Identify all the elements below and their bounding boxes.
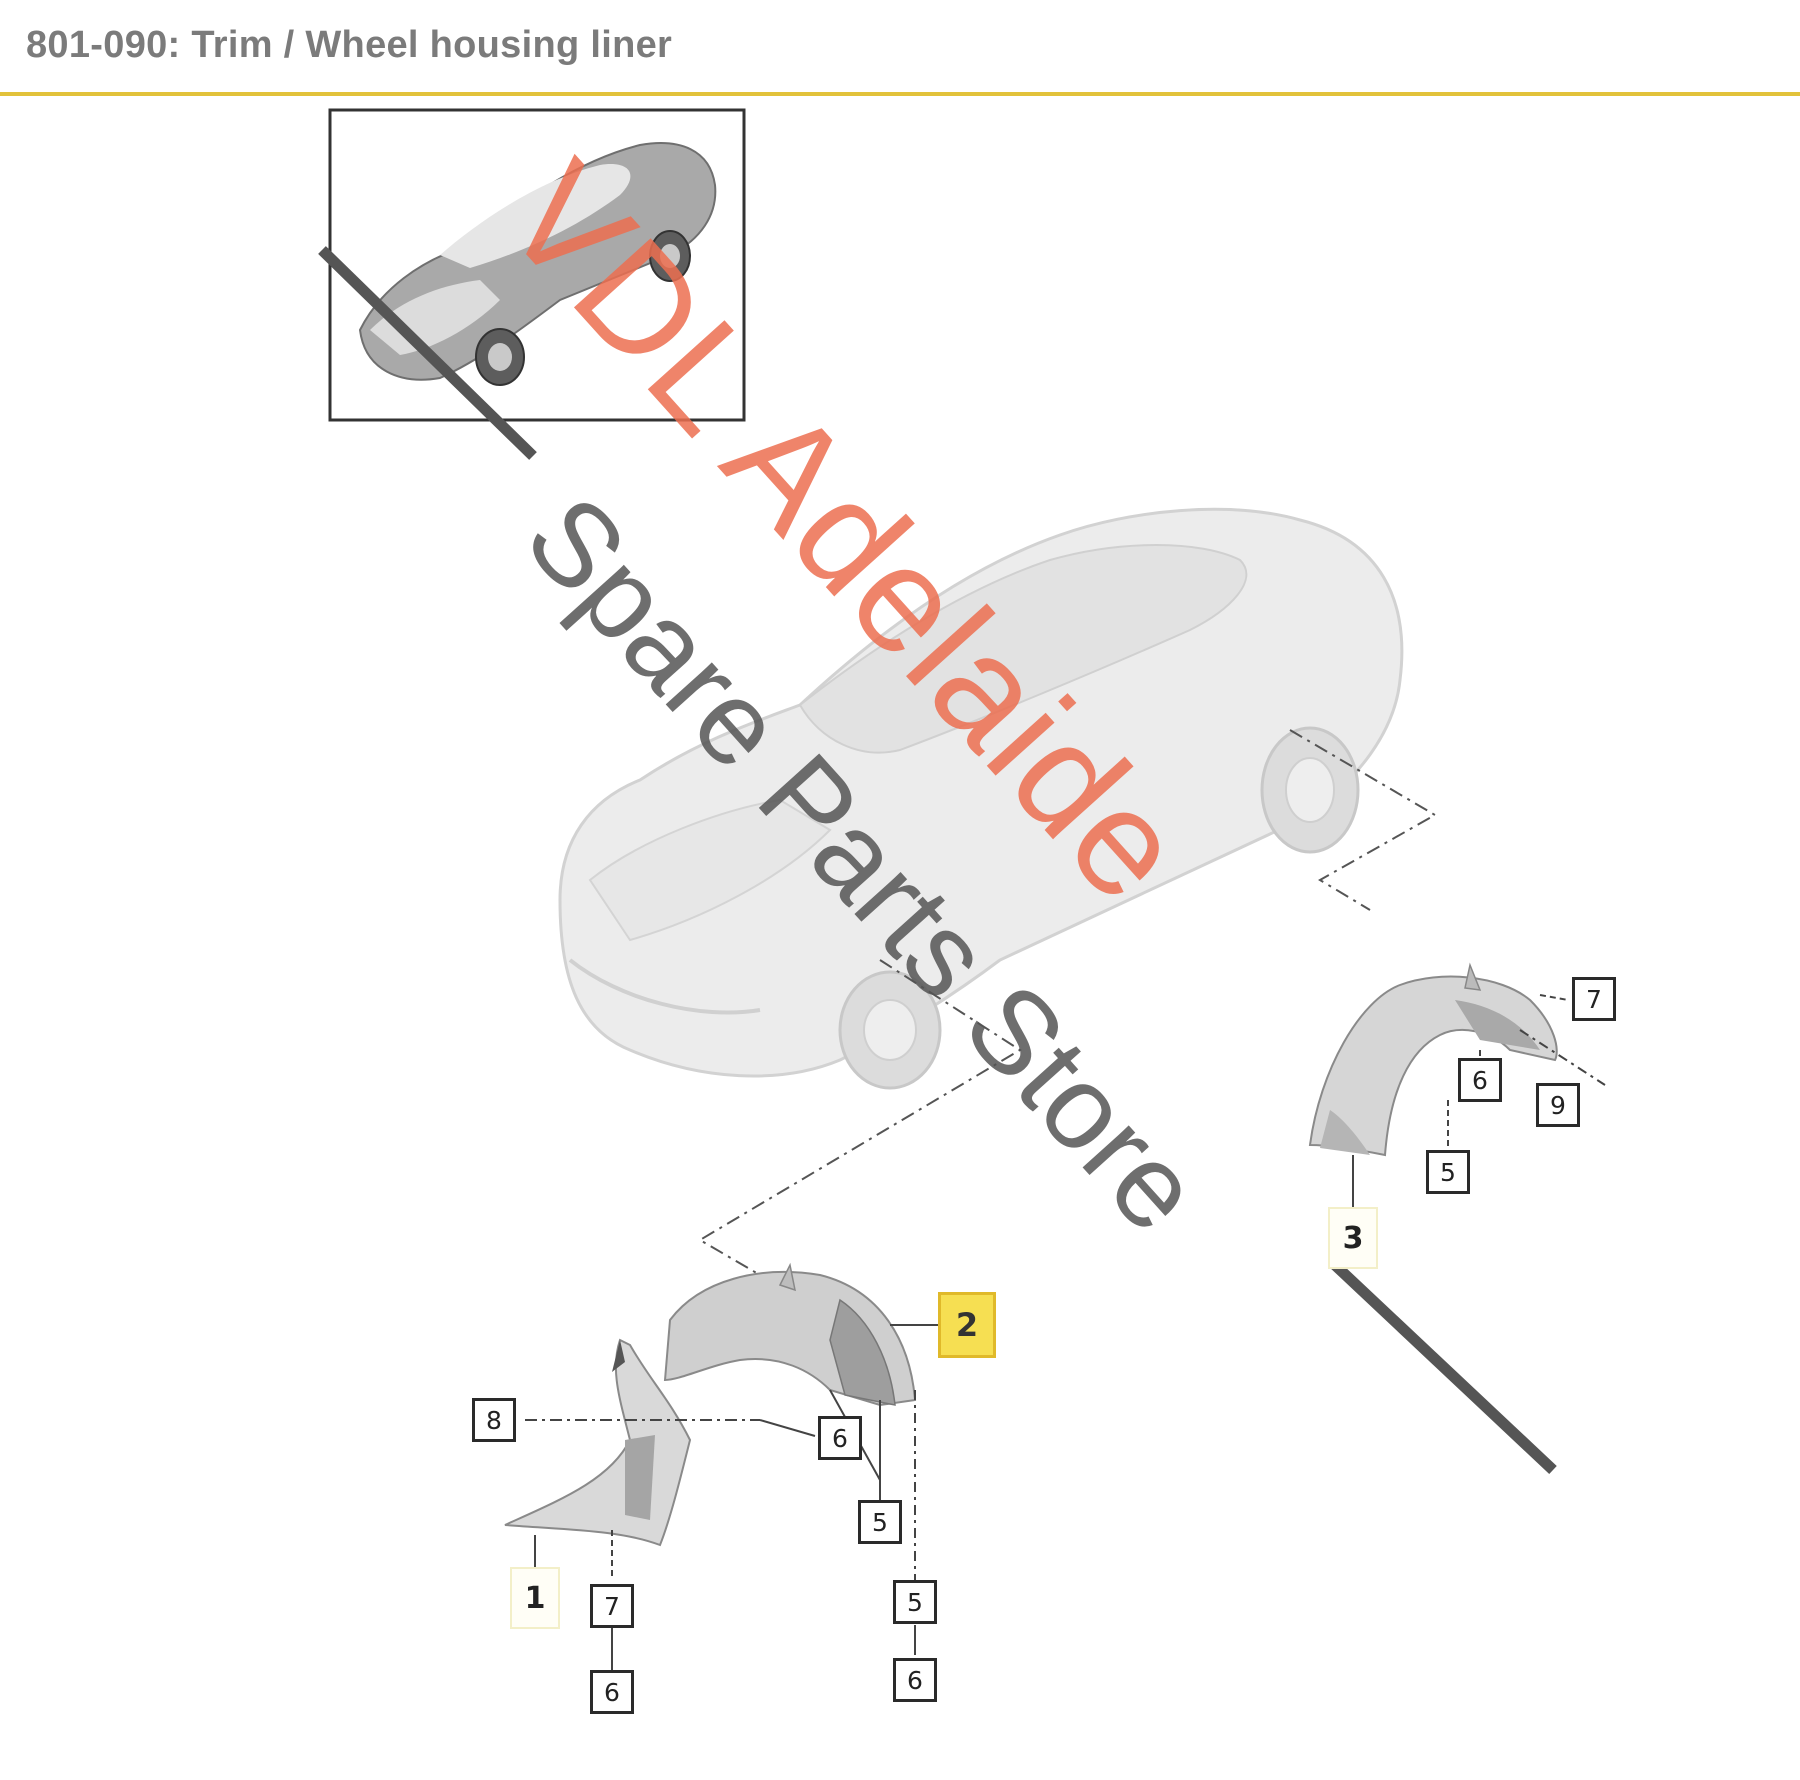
watermark-strike-lines xyxy=(318,246,1557,1475)
callout-part-1[interactable]: 1 xyxy=(510,1567,560,1629)
callout-part-5-front-mid[interactable]: 5 xyxy=(858,1500,902,1544)
front-wheel-housing-liner[interactable] xyxy=(504,1262,917,1547)
callout-part-5-rear[interactable]: 5 xyxy=(1426,1150,1470,1194)
main-car-image xyxy=(558,507,1404,1090)
leader-lines xyxy=(698,729,1438,1276)
callout-part-6-front-mid[interactable]: 6 xyxy=(818,1416,862,1460)
callout-part-5-front-lower[interactable]: 5 xyxy=(893,1580,937,1624)
callout-part-3[interactable]: 3 xyxy=(1328,1207,1378,1269)
callout-part-6-front-lower[interactable]: 6 xyxy=(590,1670,634,1714)
rear-wheel-housing-liner[interactable] xyxy=(1308,962,1558,1157)
callout-part-2-selected[interactable]: 2 xyxy=(938,1292,996,1358)
callout-part-7-front[interactable]: 7 xyxy=(590,1584,634,1628)
callout-part-9[interactable]: 9 xyxy=(1536,1083,1580,1127)
overview-thumbnail[interactable] xyxy=(328,108,746,422)
callout-part-6-rear[interactable]: 6 xyxy=(1458,1058,1502,1102)
thumbnail-car-image xyxy=(358,142,717,386)
callout-part-6-front-bottom[interactable]: 6 xyxy=(893,1658,937,1702)
page-header: 801-090: Trim / Wheel housing liner xyxy=(0,0,1800,96)
callout-part-7-rear[interactable]: 7 xyxy=(1572,977,1616,1021)
page-title: 801-090: Trim / Wheel housing liner xyxy=(26,24,673,66)
callout-part-8[interactable]: 8 xyxy=(472,1398,516,1442)
